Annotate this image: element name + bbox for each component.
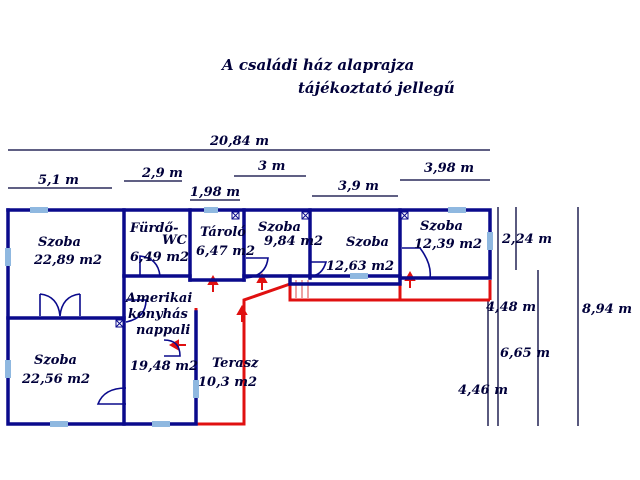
dim-total-width: 20,84 m — [209, 134, 269, 149]
dim-4-46: 4,46 m — [458, 383, 508, 398]
dim-2-9: 2,9 m — [141, 166, 183, 181]
window — [204, 207, 218, 213]
dim-8-94: 8,94 m — [582, 302, 632, 317]
door-swing — [163, 339, 181, 357]
room-szoba-2-area: 9,84 m2 — [264, 234, 323, 249]
door-swing — [96, 387, 127, 405]
window — [487, 232, 493, 250]
room-furdo-area: 6,49 m2 — [130, 250, 189, 265]
vents — [115, 211, 409, 328]
room-szoba-4-area: 12,39 m2 — [414, 237, 482, 252]
dimension-lines — [8, 149, 579, 426]
room-konyha-area: 19,48 m2 — [130, 359, 198, 374]
dim-3-9: 3,9 m — [338, 179, 379, 194]
room-terasz-area: 10,3 m2 — [198, 375, 257, 390]
window — [193, 380, 199, 398]
vent-icon — [301, 211, 310, 220]
dim-5-1: 5,1 m — [38, 173, 79, 188]
room-tarolo-name: Tároló — [200, 225, 246, 240]
arrow-up-icon — [256, 272, 268, 290]
arrow-up-icon — [236, 304, 248, 322]
room-szoba-3-area: 12,63 m2 — [326, 259, 394, 274]
room-szoba-4-name: Szoba — [420, 219, 463, 234]
vent-icon — [115, 319, 124, 328]
windows — [5, 207, 493, 427]
plan-subtitle: tájékoztató jellegű — [298, 79, 455, 97]
room-konyha-line-3: nappali — [136, 323, 190, 338]
plan-title: A családi ház alaprajza — [222, 56, 415, 74]
dim-4-48: 4,48 m — [486, 300, 536, 315]
room-szoba-1-area: 22,89 m2 — [33, 253, 102, 268]
vent-icon — [400, 211, 409, 220]
window — [50, 421, 68, 427]
room-szoba-2-name: Szoba — [258, 220, 301, 235]
window — [30, 207, 48, 213]
room-tarolo-area: 6,47 m2 — [196, 244, 255, 259]
door-swing — [309, 261, 328, 277]
doors — [39, 247, 432, 405]
room-szoba-5-area: 22,56 m2 — [21, 372, 90, 387]
window — [5, 248, 11, 266]
dim-6-65: 6,65 m — [500, 346, 550, 361]
window — [350, 273, 368, 279]
dim-3: 3 m — [258, 159, 285, 174]
room-konyha-line-1: Amerikai — [124, 291, 192, 306]
room-szoba-5-name: Szoba — [34, 353, 77, 368]
room-furdo-name: Fürdő- — [129, 221, 178, 236]
door-swing — [402, 247, 432, 279]
vent-icon — [231, 211, 240, 220]
dim-3-98: 3,98 m — [424, 161, 474, 176]
door-swing — [59, 293, 81, 317]
room-terasz-name: Terasz — [212, 356, 259, 371]
arrow-up-icon — [404, 270, 416, 288]
window — [5, 360, 11, 378]
room-szoba-1-name: Szoba — [38, 235, 81, 250]
door-swing — [139, 255, 161, 277]
door-swing — [125, 299, 147, 323]
room-furdo-wc: WC — [162, 233, 188, 248]
door-swing — [245, 257, 269, 279]
room-labels: Szoba 22,89 m2 Fürdő- WC 6,49 m2 Tároló … — [21, 219, 482, 390]
terrace-outline — [194, 280, 492, 426]
window — [448, 207, 466, 213]
room-konyha-line-2: konyhás — [128, 307, 189, 322]
window — [152, 421, 170, 427]
dim-2-24: 2,24 m — [501, 232, 552, 247]
dimension-labels: 20,84 m 5,1 m 2,9 m 1,98 m 3 m 3,9 m 3,9… — [38, 134, 632, 398]
dim-1-98: 1,98 m — [190, 185, 240, 200]
room-szoba-3-name: Szoba — [346, 235, 389, 250]
door-swing — [39, 293, 61, 317]
